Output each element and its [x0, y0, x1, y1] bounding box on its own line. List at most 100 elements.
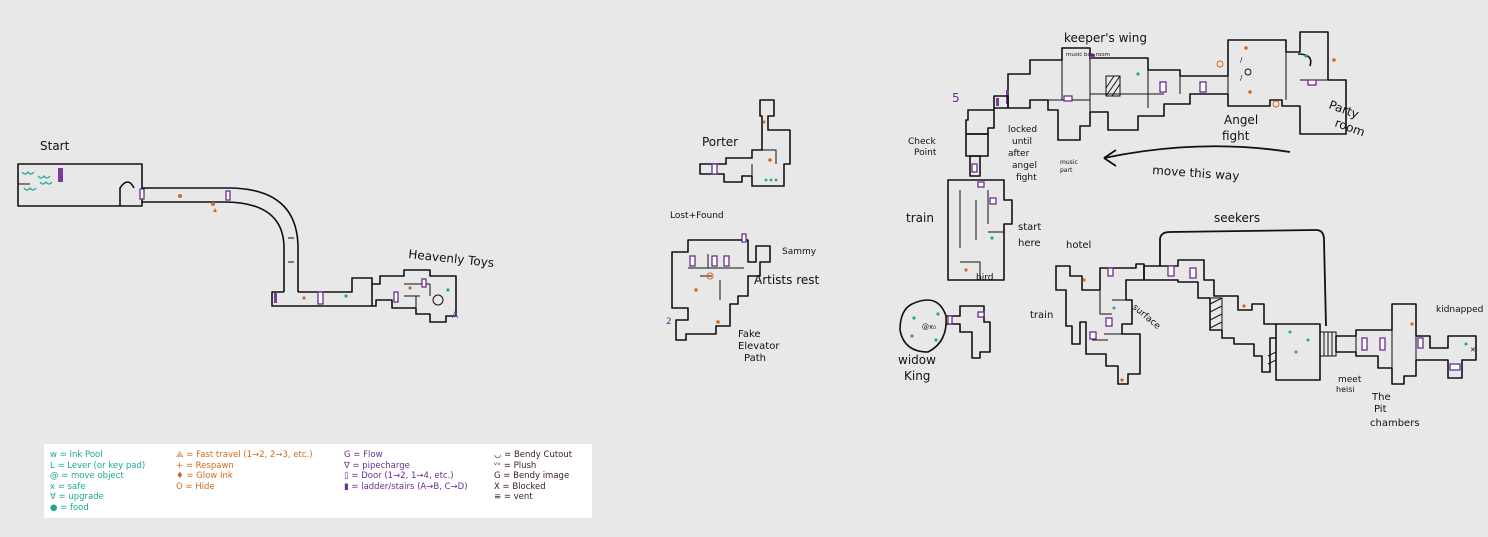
label-lost-found: Lost+Found	[670, 211, 724, 221]
label-angel-1: Angel	[1224, 113, 1258, 127]
label-pit-3: chambers	[1370, 418, 1420, 429]
legend-text: = Blocked	[502, 481, 546, 492]
legend-text: = pipecharge	[352, 460, 410, 471]
label-keepers-wing: keeper's wing	[1064, 31, 1147, 45]
label-start: Start	[40, 139, 70, 153]
label-sammy: Sammy	[782, 247, 817, 257]
label-pit-1: The	[1371, 392, 1391, 403]
vent-icon: ≡	[494, 492, 502, 502]
legend-text: = Plush	[503, 460, 537, 471]
legend-item: ᴡ = Ink Pool	[50, 450, 145, 461]
label-music-part-1: music	[1060, 159, 1078, 166]
label-widow-2: King	[904, 369, 930, 383]
legend-item: X = Blocked	[494, 482, 572, 493]
legend-text: = Fast travel (1→2, 2→3, etc.)	[186, 450, 313, 460]
fast-travel-number-2: 2	[666, 317, 672, 327]
label-artists-rest: Artists rest	[754, 273, 820, 287]
legend-column-1: ᴡ = Ink Pool L = Lever (or key pad) @ = …	[50, 450, 145, 513]
respawn-icon: +	[176, 460, 184, 471]
legend-column-3: G = Flow ∇ = pipecharge ▯ = Door (1→2, 1…	[344, 450, 468, 492]
legend-text: = Flow	[353, 450, 383, 460]
label-meet-2: heisi	[1336, 385, 1355, 394]
upgrade-icon: ∀	[50, 492, 56, 502]
label-seekers: seekers	[1214, 211, 1260, 225]
legend-item: ≡ = vent	[494, 492, 572, 503]
start-area	[17, 163, 373, 307]
fast-travel-icon: ⟁	[176, 450, 184, 460]
label-widow-1: widow	[898, 353, 936, 367]
label-train-1: train	[906, 211, 934, 225]
legend-item: + = Respawn	[176, 461, 313, 472]
svg-text:✕: ✕	[1470, 346, 1476, 354]
legend-item: ᵛᵛ = Plush	[494, 461, 572, 472]
label-fake-2: Elevator	[738, 341, 780, 352]
legend-item: ▯ = Door (1→2, 1→4, etc.)	[344, 471, 468, 482]
label-start-here-2: here	[1018, 238, 1041, 249]
svg-text:/: /	[1240, 56, 1243, 64]
lever-icon: L	[50, 460, 55, 471]
legend-text: = Glow Ink	[186, 471, 233, 481]
label-locked-3: after	[1008, 149, 1030, 159]
legend-text: = Hide	[185, 481, 215, 492]
svg-text:@x₀: @x₀	[922, 323, 936, 331]
legend-item: ♦ = Glow Ink	[176, 471, 313, 482]
label-locked-1: locked	[1008, 125, 1037, 135]
pipecharge-icon: ∇	[344, 460, 350, 471]
legend-text: = Respawn	[185, 460, 234, 471]
seekers-bracket	[1159, 229, 1327, 327]
widow-king-area: @x₀	[899, 299, 991, 359]
legend-item: G = Bendy image	[494, 471, 572, 482]
bendy-image-icon: G	[494, 471, 501, 481]
hide-icon: O	[176, 481, 183, 492]
plush-icon: ᵛᵛ	[494, 460, 502, 471]
hotel-area	[1055, 263, 1145, 385]
move-arrow	[1103, 145, 1291, 159]
door-icon: ▯	[344, 471, 349, 481]
label-check-1: Check	[908, 137, 936, 147]
label-train-2: train	[1030, 310, 1053, 321]
glow-ink-icon: ♦	[176, 471, 184, 481]
label-start-here-1: start	[1018, 222, 1041, 233]
label-meet-1: meet	[1338, 375, 1362, 385]
legend-text: = upgrade	[58, 492, 104, 502]
label-locked-2: until	[1012, 137, 1032, 147]
flow-icon: G	[344, 450, 351, 460]
legend-text: = food	[60, 502, 89, 513]
legend-column-2: ⟁ = Fast travel (1→2, 2→3, etc.) + = Res…	[176, 450, 313, 492]
heavenly-toys-area: A	[372, 269, 459, 323]
legend-text: = Bendy image	[503, 471, 570, 481]
porter-area	[699, 99, 791, 187]
seekers-area: ✕	[1143, 259, 1477, 385]
artists-rest-area	[671, 233, 771, 341]
fast-travel-number-5: 5	[952, 91, 960, 105]
ink-pool-icon: ᴡ	[50, 450, 57, 460]
label-bird: bird	[976, 273, 993, 283]
label-fake-3: Path	[744, 353, 766, 364]
legend-item: G = Flow	[344, 450, 468, 461]
legend-text: = safe	[57, 481, 86, 492]
legend-item: ⟁ = Fast travel (1→2, 2→3, etc.)	[176, 450, 313, 461]
ladder-icon: ▮	[344, 481, 349, 492]
label-music-part-2: part	[1060, 167, 1073, 174]
legend-text: = Door (1→2, 1→4, etc.)	[351, 471, 454, 481]
label-hotel: hotel	[1066, 240, 1091, 251]
keepers-wing-area: / /	[1006, 31, 1347, 141]
food-icon: ●	[50, 502, 58, 513]
legend-text: = vent	[503, 492, 533, 502]
label-party-2: room	[1333, 116, 1367, 140]
legend-item: L = Lever (or key pad)	[50, 461, 145, 472]
label-locked-4: angel	[1012, 161, 1037, 171]
legend-text: = Lever (or key pad)	[57, 460, 146, 471]
map-legend: ᴡ = Ink Pool L = Lever (or key pad) @ = …	[44, 444, 592, 518]
train-area	[947, 179, 1013, 281]
label-angel-2: fight	[1222, 129, 1250, 143]
legend-item: ▮ = ladder/stairs (A→B, C→D)	[344, 482, 468, 493]
bendy-cutout-icon: ◡	[494, 450, 502, 460]
legend-column-4: ◡ = Bendy Cutout ᵛᵛ = Plush G = Bendy im…	[494, 450, 572, 503]
checkpoint-area	[965, 95, 1009, 177]
legend-text: = move object	[61, 471, 124, 481]
svg-text:/: /	[1240, 74, 1243, 82]
legend-item: @ = move object	[50, 471, 145, 482]
label-music-box: music box room	[1066, 52, 1110, 58]
